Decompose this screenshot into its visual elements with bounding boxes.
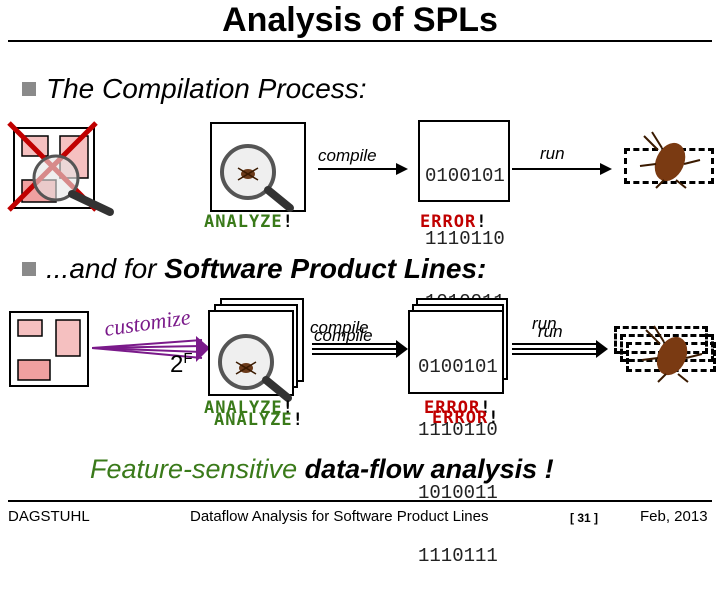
cockroach-icon [638,130,702,190]
analyze-text: ANALYZE [204,212,283,232]
compile-label: compile [318,146,377,165]
compile-label-shadow: compile [314,326,373,345]
binary-line: 0100101 [418,356,498,378]
binary-line: 0100101 [425,165,505,187]
cockroach-icon [640,324,704,384]
analyze-label: ANALYZE! [204,212,294,232]
error-bang: ! [480,398,492,418]
analyze-label-shadow: ANALYZE! [214,410,304,430]
product-line-program [6,310,96,390]
analyze-text: ANALYZE [204,398,283,418]
slide-title: Analysis of SPLs [222,1,498,39]
run-label: run [532,314,557,333]
power-exponent: F [183,350,193,367]
error-text: ERROR [424,398,481,418]
footer-title: Dataflow Analysis for Software Product L… [190,508,489,525]
error-bang: ! [476,212,488,232]
power-base: 2 [170,351,184,378]
magnifier-bug-icon [212,318,322,404]
power-set-label: 2F [170,350,193,379]
binary-page-front: 0100101 1110110 1010011 1110111 [408,310,504,567]
footer-rule [8,500,712,502]
footer-date: Feb, 2013 [640,508,708,525]
error-text: ERROR [432,408,489,428]
tagline-highlight: Feature-sensitive [90,454,298,484]
magnifier-icon [28,150,118,220]
analyze-bang: ! [292,410,304,430]
run-label: run [540,144,565,163]
run-label-shadow: run [538,322,563,341]
tagline: Feature-sensitive data-flow analysis ! [90,454,554,485]
customize-arrows [91,336,212,366]
binary-line: 1110111 [418,545,498,567]
bullet-spl-prefix: ...and for [46,253,165,284]
bullet-spl-bold: Software Product Lines: [164,253,487,284]
compile-label: compile [310,318,369,337]
error-label: ERROR! [420,212,487,232]
run-arrow [512,162,612,176]
bullet-spl: ...and for Software Product Lines: [46,253,486,285]
analyze-text: ANALYZE [214,410,293,430]
analyze-bang: ! [282,398,294,418]
binary-line: 1110110 [418,419,498,441]
binary-page: 0100101 1110110 1010011 1110111 [418,120,510,376]
binary-line: 1110110 [425,228,505,250]
run-arrows [512,338,608,360]
error-label-shadow: ERROR! [432,408,499,428]
error-bang: ! [488,408,500,428]
bullet-marker [22,82,36,96]
binary-line: 1010011 [418,482,498,504]
error-text: ERROR [420,212,477,232]
error-label: ERROR! [424,398,491,418]
footer-page-number: [ 31 ] [570,511,599,525]
magnifier-bug-icon [214,128,324,214]
title-rule [8,40,712,42]
tagline-rest: data-flow analysis ! [297,454,554,484]
compile-arrow [318,162,408,176]
analyze-bang: ! [282,212,294,232]
footer-venue: DAGSTUHL [8,508,90,525]
analyze-label: ANALYZE! [204,398,294,418]
bullet-compilation-process: The Compilation Process: [46,73,367,104]
compile-arrows [312,338,408,360]
bullet-marker [22,262,36,276]
